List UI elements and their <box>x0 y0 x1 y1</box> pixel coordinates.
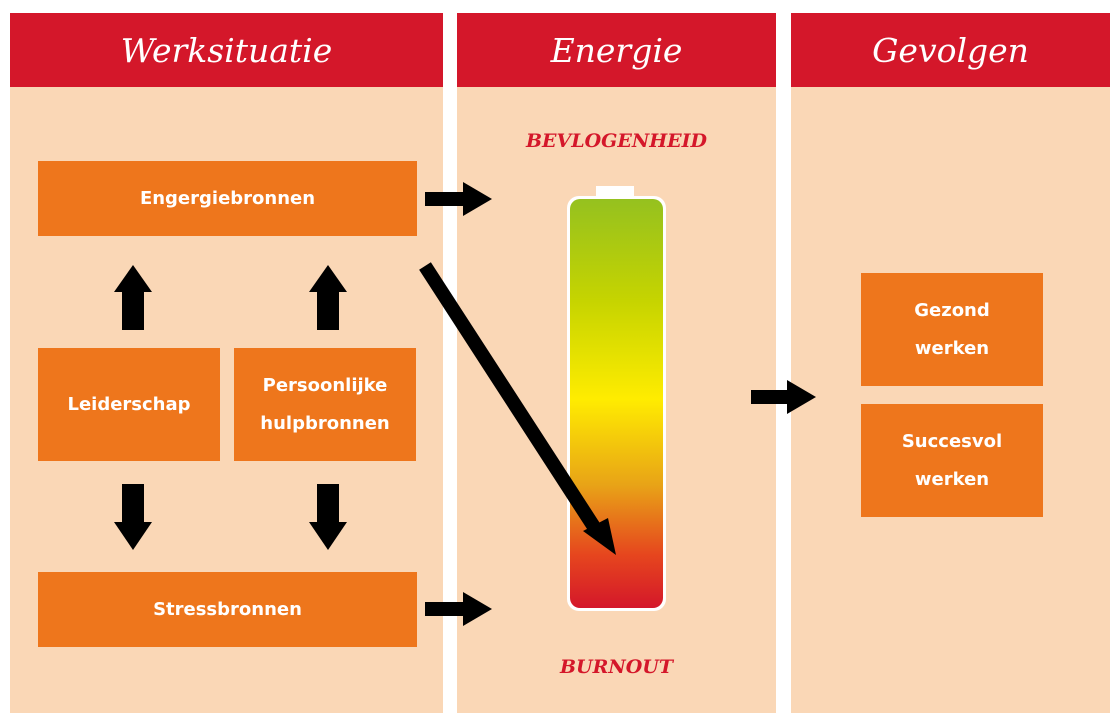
column-energie: Energie BEVLOGENHEID BURNOUT <box>457 13 776 713</box>
column-header-gevolgen: Gevolgen <box>791 13 1110 87</box>
column-header-energie: Energie <box>457 13 776 87</box>
label-bevlogenheid: BEVLOGENHEID <box>525 130 708 152</box>
column-gevolgen: Gevolgen <box>791 13 1110 713</box>
box-gezond-werken: Gezond werken <box>861 273 1043 386</box>
label-burnout: BURNOUT <box>559 656 674 678</box>
box-leiderschap: Leiderschap <box>38 348 220 461</box>
box-stressbronnen: Stressbronnen <box>38 572 417 647</box>
box-persoonlijke-hulpbronnen: Persoonlijke hulpbronnen <box>234 348 416 461</box>
box-succesvol-werken: Succesvol werken <box>861 404 1043 517</box>
box-energiebronnen: Engergiebronnen <box>38 161 417 236</box>
column-header-werksituatie: Werksituatie <box>10 13 443 87</box>
